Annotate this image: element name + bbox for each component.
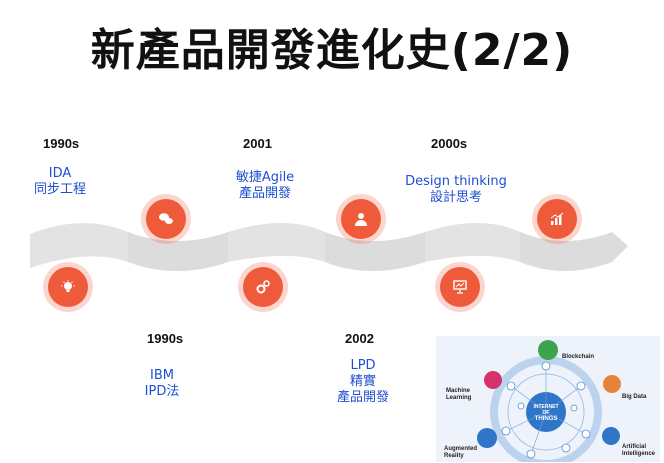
label-line: LPD [350, 358, 376, 373]
iot-artificial-intelligence: Artificial Intelligence [622, 444, 656, 457]
year-ida: 1990s [43, 136, 80, 151]
label-line: 設計思考 [429, 190, 482, 205]
gears-icon [256, 280, 270, 294]
milestone-ibm-ipd [146, 199, 186, 239]
label-line: 同步工程 [33, 182, 86, 197]
presentation-icon [453, 280, 467, 294]
brain-icon [484, 371, 502, 389]
label-line: IBM [150, 368, 174, 383]
page-title: 新產品開發進化史(2/2) [90, 25, 574, 76]
milestone-ida [48, 267, 88, 307]
iot-augmented-reality: Augmented Reality [444, 446, 477, 459]
label-line: IPD法 [144, 384, 180, 399]
milestone-design-thinking [440, 267, 480, 307]
iot-center-line: INTERNET [533, 404, 559, 410]
ai-brain-icon [602, 427, 620, 445]
label-line: 產品開發 [238, 186, 291, 201]
iot-center-label: INTERNET OF THINGS [532, 404, 560, 422]
database-icon [603, 375, 621, 393]
iot-network-graphic [477, 340, 621, 462]
iot-center-line: THINGS [534, 416, 558, 422]
year-ibm-ipd: 1990s [147, 331, 184, 346]
ar-icon [477, 428, 497, 448]
label-line: 敏捷Agile [235, 170, 295, 185]
iot-blockchain: Blockchain [562, 354, 595, 360]
label-line: Design thinking [405, 174, 507, 189]
iot-illustration: INTERNET OF THINGS Blockchain Big Data M… [436, 336, 660, 462]
year-agile: 2001 [243, 136, 272, 151]
milestone-agile [243, 267, 283, 307]
bitcoin-icon [538, 340, 558, 360]
milestone-future [537, 199, 577, 239]
user-icon [355, 213, 367, 226]
bar-chart-icon [550, 212, 564, 225]
label-lpd: LPD 精實 產品開發 [318, 358, 408, 406]
year-design-thinking: 2000s [431, 136, 468, 151]
label-line: IDA [48, 166, 72, 181]
label-design-thinking: Design thinking 設計思考 [392, 174, 520, 206]
label-agile: 敏捷Agile 產品開發 [215, 170, 315, 202]
lightbulb-icon [61, 280, 75, 292]
year-lpd: 2002 [345, 331, 374, 346]
chat-bubbles-icon [159, 213, 173, 224]
label-ibm-ipd: IBM IPD法 [122, 368, 202, 400]
milestone-lpd [341, 199, 381, 239]
label-line: 精實 [349, 374, 376, 389]
iot-center-line: OF [542, 410, 550, 416]
label-line: 產品開發 [336, 390, 389, 405]
iot-machine-learning: Machine Learning [446, 388, 472, 401]
iot-big-data: Big Data [622, 394, 647, 400]
label-ida: IDA 同步工程 [20, 166, 100, 198]
